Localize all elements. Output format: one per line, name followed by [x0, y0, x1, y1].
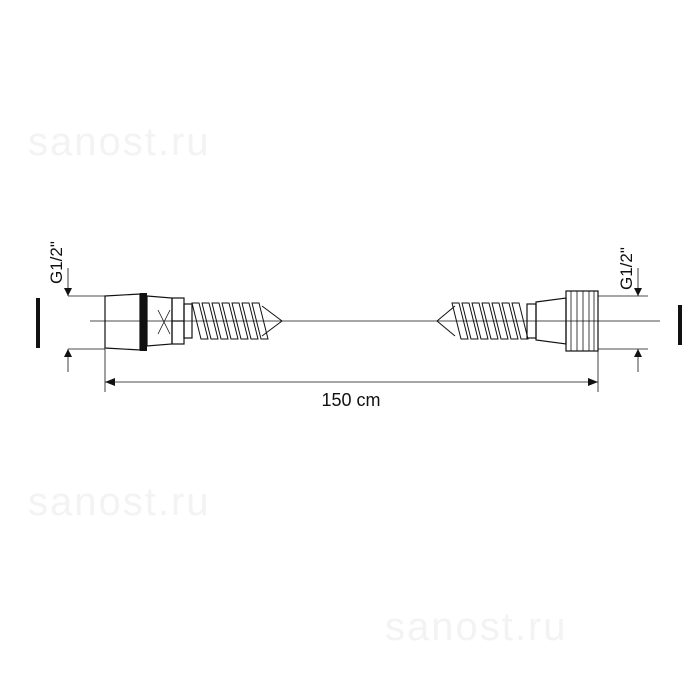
- length-dimension: [104, 349, 599, 392]
- watermark-top: sanost.ru: [28, 120, 211, 164]
- right-thread-dimension: [598, 268, 648, 372]
- left-thread-dimension: [64, 268, 105, 372]
- watermark-bottom: sanost.ru: [385, 605, 568, 649]
- left-thread-label: G1/2": [47, 241, 66, 284]
- length-label: 150 cm: [321, 390, 380, 410]
- right-fitting: [526, 290, 599, 352]
- watermark-middle: sanost.ru: [28, 480, 211, 524]
- right-spiral-hose: [436, 302, 529, 340]
- left-fitting: [104, 293, 193, 351]
- left-spiral-hose: [191, 302, 283, 340]
- right-thread-label: G1/2": [617, 247, 636, 290]
